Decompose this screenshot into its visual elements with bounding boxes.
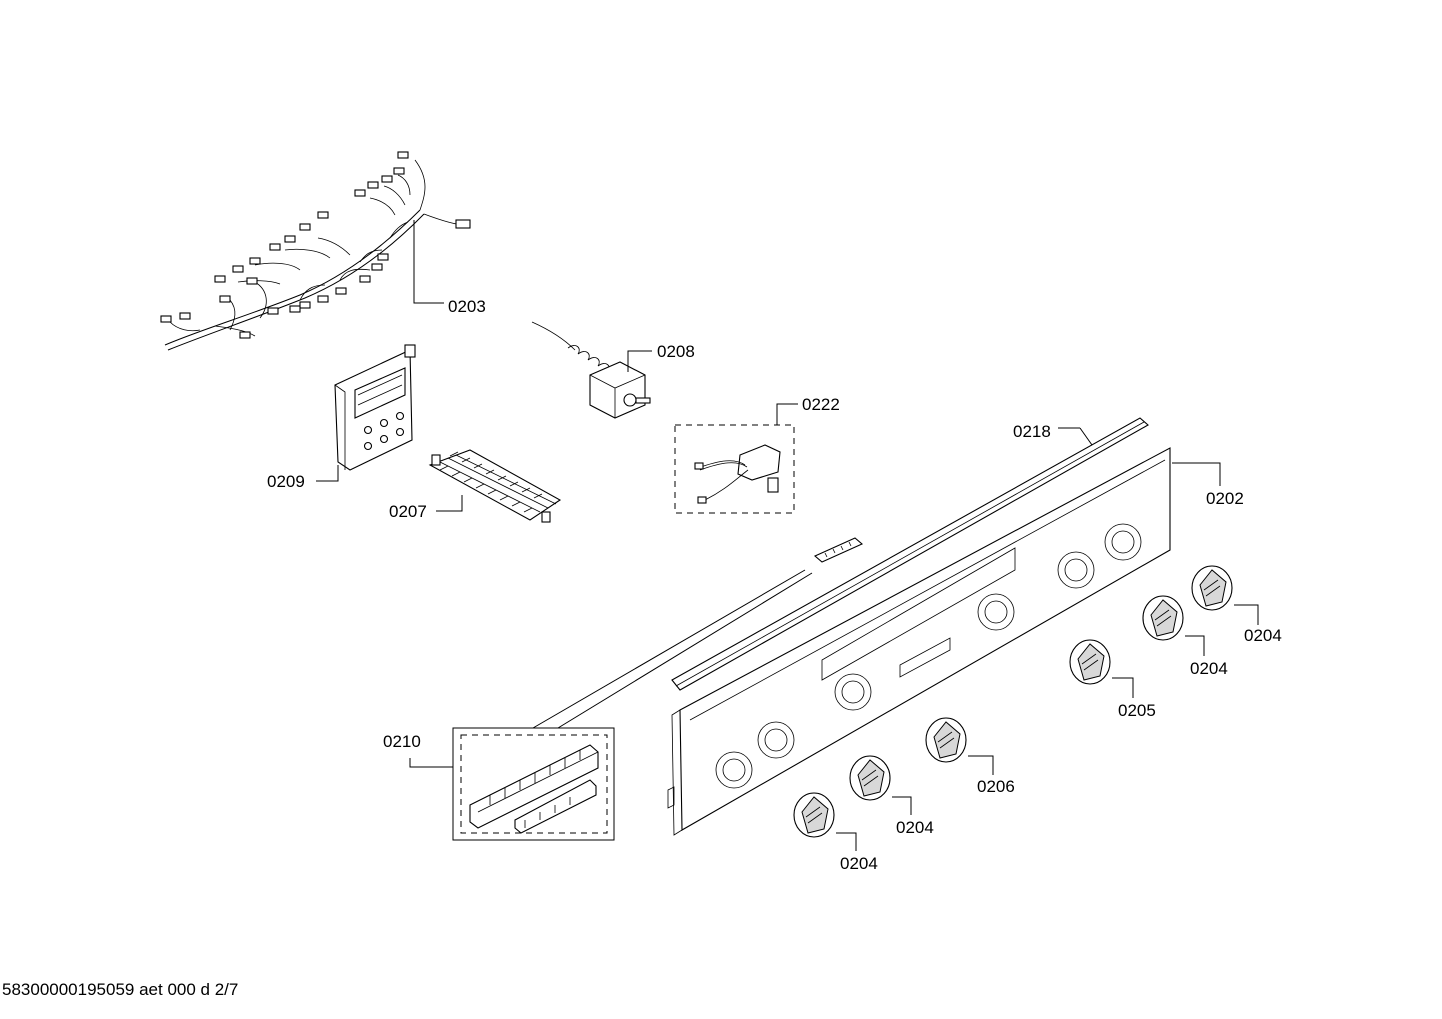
callout-0203: 0203 — [448, 297, 486, 316]
leader-0205 — [1112, 677, 1134, 698]
knob-rosettes — [715, 523, 1142, 789]
trim-strip-0218 — [671, 417, 1149, 691]
callout-0204-a: 0204 — [1244, 626, 1282, 645]
callout-0202: 0202 — [1206, 489, 1244, 508]
leader-0206 — [968, 755, 994, 775]
leader-0204-b — [1185, 635, 1205, 656]
control-panel-0202 — [667, 447, 1171, 836]
callout-0204-d: 0204 — [840, 854, 878, 873]
leader-0203 — [413, 220, 444, 304]
leader-0209 — [316, 465, 339, 482]
thermostat-0208 — [531, 321, 651, 419]
leader-0204-a — [1234, 604, 1259, 625]
connector-cable-0222 — [694, 444, 781, 504]
switch-bar-0210 — [469, 744, 599, 834]
small-connector-part — [813, 537, 864, 563]
callout-0207: 0207 — [389, 502, 427, 521]
detail-box-0210 — [452, 727, 615, 841]
leader-0210 — [409, 758, 453, 768]
terminal-block-0207 — [428, 449, 562, 523]
callout-0210: 0210 — [383, 732, 421, 751]
callout-0204-c: 0204 — [896, 818, 934, 837]
detail-box-0222 — [674, 424, 795, 514]
knob-0206 — [925, 717, 967, 763]
document-id-footer: 58300000195059 aet 000 d 2/7 — [2, 980, 239, 999]
callout-0208: 0208 — [657, 342, 695, 361]
leader-0210-a — [532, 569, 806, 729]
callout-0206: 0206 — [977, 777, 1015, 796]
wiring-harness-0203 — [160, 151, 471, 351]
leader-0207 — [436, 495, 463, 512]
leader-0202 — [1172, 462, 1221, 486]
callout-0205: 0205 — [1118, 701, 1156, 720]
knob-0204-b — [1142, 595, 1184, 641]
callout-0222: 0222 — [802, 395, 840, 414]
callout-0209: 0209 — [267, 472, 305, 491]
leader-0204-c — [892, 796, 912, 815]
leader-0218 — [1079, 427, 1093, 446]
leader-0210-b — [557, 572, 813, 729]
knob-0204-c — [849, 755, 891, 801]
leader-0208 — [627, 350, 652, 372]
callout-0218: 0218 — [1013, 422, 1051, 441]
callout-0204-b: 0204 — [1190, 659, 1228, 678]
leader-0222 — [776, 403, 798, 425]
knob-0204-a — [1191, 565, 1233, 611]
knob-0204-d — [793, 792, 835, 838]
leader-0204-d — [836, 832, 857, 851]
knob-0205 — [1069, 639, 1111, 685]
control-module-0209 — [334, 344, 416, 471]
